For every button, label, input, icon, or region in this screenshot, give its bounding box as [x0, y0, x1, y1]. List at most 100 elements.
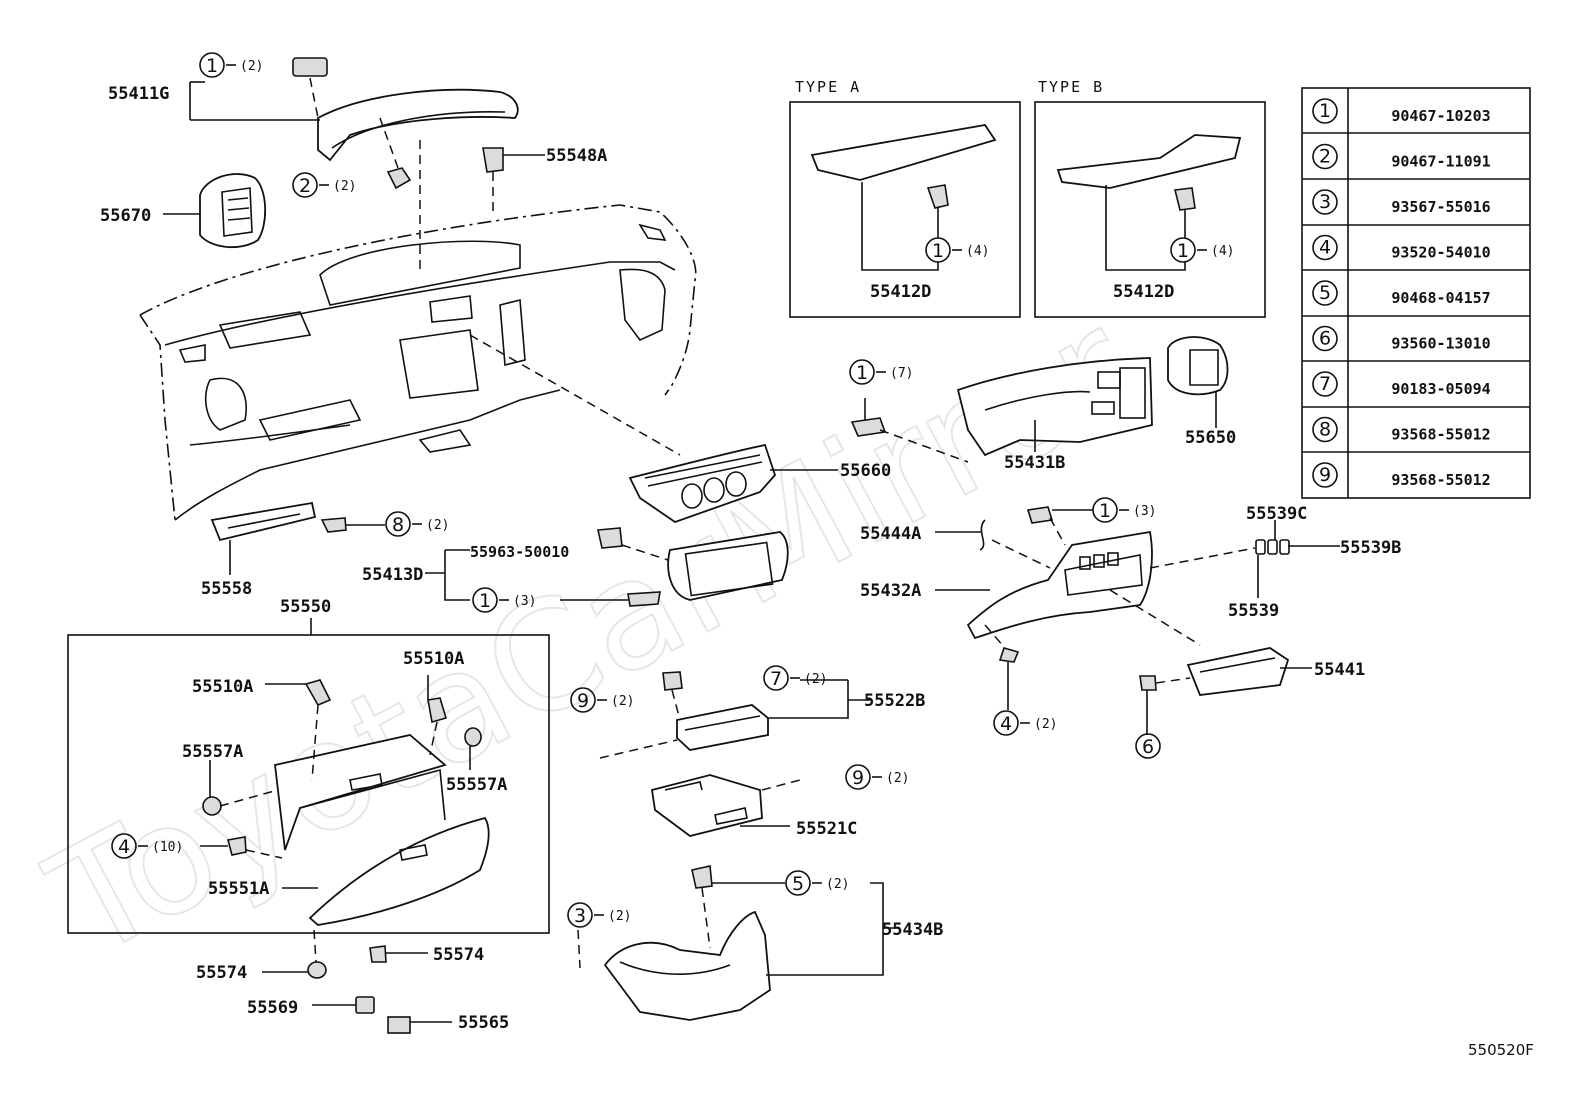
callout-circle: [111, 833, 137, 859]
callout-number: 1: [1099, 500, 1111, 522]
type-a-label: TYPE A: [795, 78, 861, 96]
part-label-p55441: 55441: [1314, 660, 1365, 680]
cover-55434b: [603, 865, 771, 1021]
part-label-p55550: 55550: [280, 597, 331, 617]
callout-qty: (2): [611, 694, 634, 709]
parts-table-row: 9 93568-55012: [1312, 462, 1491, 489]
callout-circle: [570, 687, 596, 713]
callout-number: 3: [574, 905, 586, 927]
callout-qty: (2): [426, 518, 449, 533]
callout-circle: [1092, 497, 1118, 523]
glovebox-drawing: [202, 679, 490, 926]
callout-qty: (2): [608, 909, 631, 924]
center-cluster-55431b: [850, 357, 1153, 463]
pocket-55521c: [650, 774, 763, 837]
callout-circle: [472, 587, 498, 613]
table-ref-number: 7: [1319, 373, 1331, 395]
cluster-hood-drawing: [292, 57, 519, 270]
part-label-p55412d_b: 55412D: [1113, 282, 1174, 302]
table-ref-circle: [1312, 325, 1338, 352]
callout-number: 1: [932, 240, 944, 262]
side-vent-55670: [199, 173, 267, 249]
bracket-55558: [210, 501, 317, 542]
switches-55539: [1255, 539, 1290, 555]
part-label-p55431b: 55431B: [1004, 453, 1065, 473]
lower-panel-55432a: [966, 506, 1153, 640]
part-label-p55670: 55670: [100, 206, 151, 226]
part-label-p55510a_b: 55510A: [403, 649, 464, 669]
callout-number: 6: [1142, 736, 1154, 758]
callout-circle: [785, 870, 811, 896]
part-label-p55558: 55558: [201, 579, 252, 599]
callout: 3 (2): [567, 902, 631, 928]
part-label-p55539c: 55539C: [1246, 504, 1307, 524]
callout-circle: [849, 359, 875, 385]
glovebox-frame-55550: [67, 634, 550, 934]
part-label-p55557a_a: 55557A: [182, 742, 243, 762]
callout: 1(3): [472, 587, 536, 613]
table-ref-circle: [1312, 462, 1338, 488]
callout: 1 (4): [925, 237, 989, 263]
callout-circle: [292, 172, 318, 198]
part-label-p55551a: 55551A: [208, 879, 269, 899]
callout-qty: (2): [333, 179, 356, 194]
part-label-p55444a: 55444A: [860, 524, 921, 544]
part-label-p55569: 55569: [247, 998, 298, 1018]
callout-number: 9: [852, 767, 864, 789]
figure-code: 550520F: [1468, 1041, 1534, 1059]
callout-qty: (4): [966, 244, 989, 259]
part-label-p55434b: 55434B: [882, 920, 943, 940]
table-part-number: 90468-04157: [1391, 289, 1490, 307]
callout-qty: (10): [152, 840, 183, 855]
table-ref-circle: [1312, 143, 1338, 170]
table-ref-circle: [1312, 234, 1338, 261]
table-ref-circle: [1312, 371, 1338, 397]
instrument-panel-drawing: [139, 204, 697, 521]
part-label-p55557a_b: 55557A: [446, 775, 507, 795]
callout-qty: (2): [240, 59, 263, 74]
table-ref-circle: [1312, 189, 1338, 215]
callout: 1 (2): [199, 52, 263, 78]
callout-number: 1: [206, 55, 218, 77]
callout-qty: (2): [1034, 717, 1057, 732]
table-part-number: 93568-55012: [1391, 471, 1490, 489]
table-ref-number: 8: [1319, 419, 1331, 441]
callout: 2 (2): [292, 172, 356, 198]
callout: 9(2): [845, 764, 909, 790]
callout: 8(2): [385, 511, 449, 537]
callout-circle: [1170, 237, 1196, 263]
callout-circle: [993, 710, 1019, 736]
callout-circle: [763, 665, 789, 691]
table-ref-number: 5: [1319, 282, 1331, 304]
part-label-p55548a: 55548A: [546, 146, 607, 166]
table-ref-number: 3: [1319, 191, 1331, 213]
table-part-number: 90467-11091: [1391, 153, 1490, 171]
part-label-p55963: 55963-50010: [470, 543, 569, 561]
callout: 9(2): [570, 687, 634, 713]
callout-circle: [199, 52, 225, 78]
part-label-p55565: 55565: [458, 1013, 509, 1033]
table-part-number: 90183-05094: [1391, 380, 1490, 398]
table-ref-circle: [1312, 280, 1338, 306]
callout-qty: (2): [826, 877, 849, 892]
callout: 7(2): [763, 665, 827, 691]
part-label-p55539: 55539: [1228, 601, 1279, 621]
callout-qty: (2): [804, 672, 827, 687]
callout: 4(10): [111, 833, 183, 859]
table-ref-number: 9: [1319, 464, 1331, 486]
callout-number: 4: [1000, 713, 1012, 735]
part-label-p55411g: 55411G: [108, 84, 169, 104]
table-part-number: 93520-54010: [1391, 244, 1490, 262]
table-ref-circle: [1312, 416, 1338, 443]
part-label-p55521c: 55521C: [796, 819, 857, 839]
callout-circle: [925, 237, 951, 263]
part-label-p55574_b: 55574: [433, 945, 484, 965]
callout-number: 1: [1177, 240, 1189, 262]
callout: 1(3): [1092, 497, 1156, 523]
part-label-p55650: 55650: [1185, 428, 1236, 448]
table-part-number: 93560-13010: [1391, 335, 1490, 353]
callout-number: 2: [299, 175, 311, 197]
